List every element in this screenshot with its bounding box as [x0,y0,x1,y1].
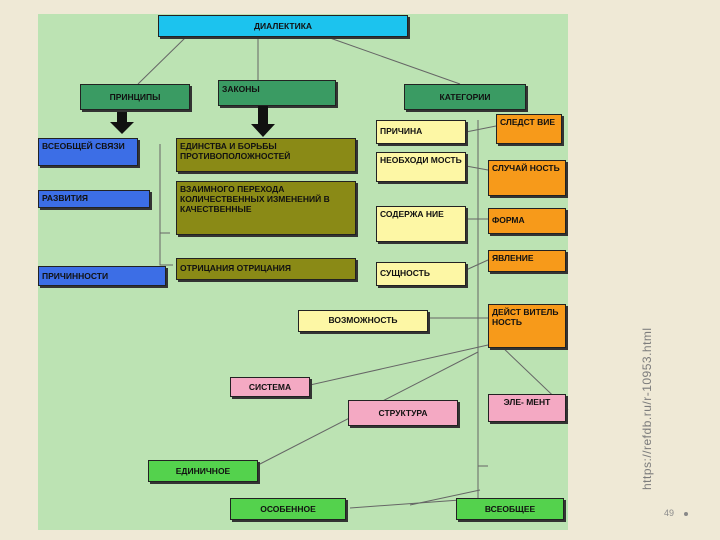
laws-arrow-shaft [258,106,268,124]
laws-box: ЗАКОНЫ [218,80,336,106]
dialectics-box: ДИАЛЕКТИКА [158,15,408,37]
page-number: 49 [664,508,675,518]
law-negation-of-negation: ОТРИЦАНИЯ ОТРИЦАНИЯ [176,258,356,280]
category-chance: СЛУЧАЙ НОСТЬ [488,160,566,196]
principle-development: РАЗВИТИЯ [38,190,150,208]
category-single: ЕДИНИЧНОЕ [148,460,258,482]
source-url: https://refdb.ru/r-10953.html [640,327,654,490]
category-special: ОСОБЕННОЕ [230,498,346,520]
law-quantity-to-quality: ВЗАИМНОГО ПЕРЕХОДА КОЛИЧЕСТВЕННЫХ ИЗМЕНЕ… [176,181,356,235]
category-structure: СТРУКТУРА [348,400,458,426]
categories-box: КАТЕГОРИИ [404,84,526,110]
category-reality: ДЕЙСТ ВИТЕЛЬ НОСТЬ [488,304,566,348]
category-necessity: НЕОБХОДИ МОСТЬ [376,152,466,182]
category-phenomenon: ЯВЛЕНИЕ [488,250,566,272]
category-form: ФОРМА [488,208,566,234]
category-element: ЭЛЕ- МЕНТ [488,394,566,422]
principle-universal-connection: ВСЕОБЩЕЙ СВЯЗИ [38,138,138,166]
law-unity-of-opposites: ЕДИНСТВА И БОРЬБЫ ПРОТИВОПОЛОЖНОСТЕЙ [176,138,356,172]
category-effect: СЛЕДСТ ВИЕ [496,114,562,144]
category-system: СИСТЕМА [230,377,310,397]
category-content: СОДЕРЖА НИЕ [376,206,466,242]
category-essence: СУЩНОСТЬ [376,262,466,286]
principles-box: ПРИНЦИПЫ [80,84,190,110]
principles-arrow-shaft [117,112,127,122]
principle-causality: ПРИЧИННОСТИ [38,266,166,286]
page-dot-icon [684,512,688,516]
principles-arrow-icon [110,122,134,134]
category-general: ВСЕОБЩЕЕ [456,498,564,520]
laws-arrow-icon [251,124,275,137]
category-cause: ПРИЧИНА [376,120,466,144]
category-possibility: ВОЗМОЖНОСТЬ [298,310,428,332]
